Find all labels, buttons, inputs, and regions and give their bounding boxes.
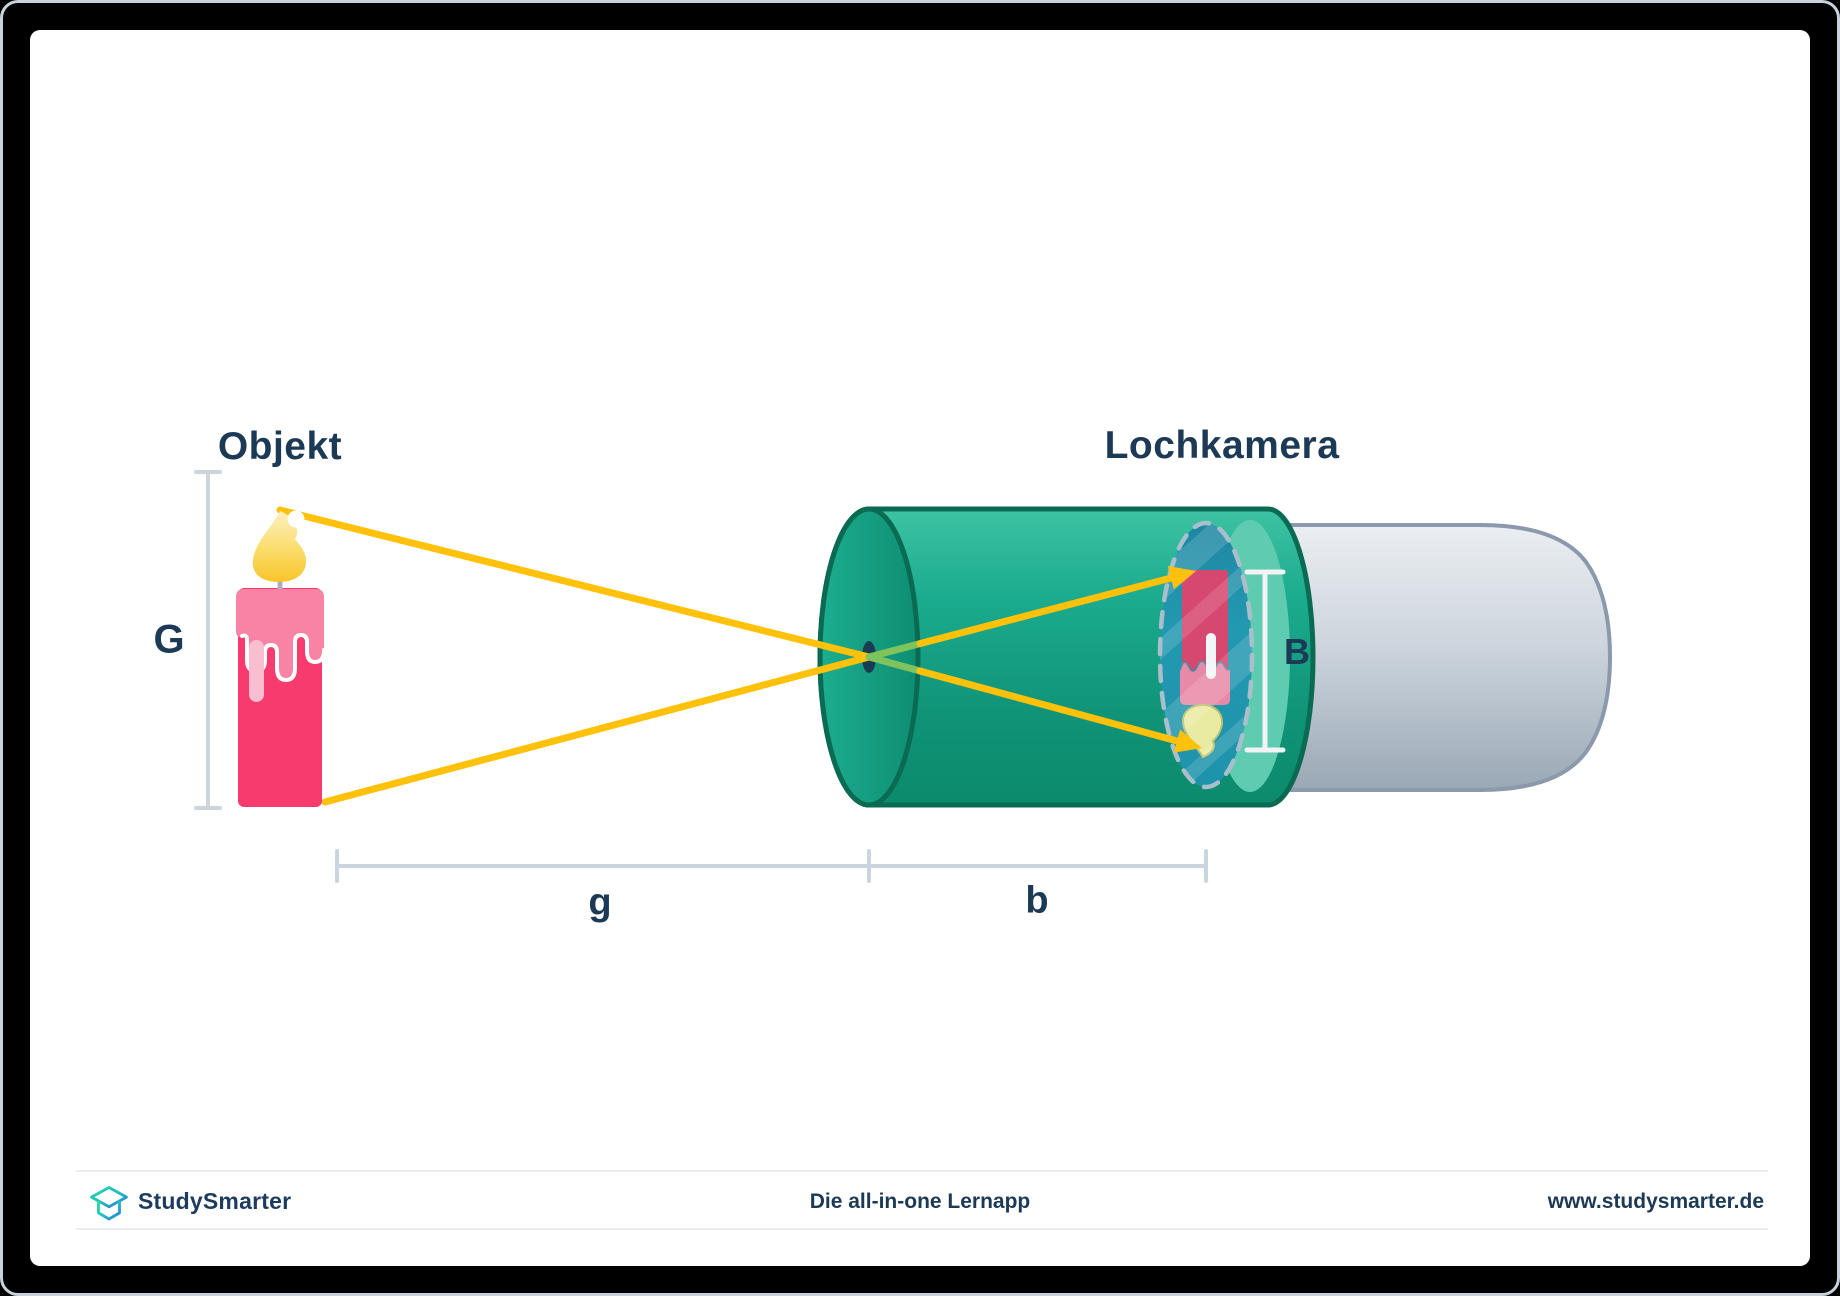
image-height-measure — [1244, 569, 1286, 753]
projected-ray-lower — [916, 667, 1181, 745]
image-height-label: B — [1284, 631, 1310, 672]
ray-from-candle-base — [321, 653, 873, 806]
light-rays — [276, 506, 1202, 806]
image-plane-dashed-border — [1157, 520, 1255, 790]
footer-tagline: Die all-in-one Lernapp — [809, 1190, 1031, 1213]
object-height-label: G — [153, 617, 185, 662]
image-distance-label: b — [1025, 879, 1049, 922]
flame-icon — [252, 511, 307, 582]
inverted-candle-image — [1179, 570, 1231, 759]
object-title: Objekt — [217, 425, 343, 468]
footer-divider-bottom — [76, 1228, 1768, 1230]
candle-object — [236, 510, 326, 807]
object-distance-label: g — [588, 881, 612, 924]
wax-drip — [249, 640, 264, 702]
footer-website: www.studysmarter.de — [1547, 1190, 1764, 1213]
distance-measure — [335, 849, 1208, 883]
projected-ray-upper — [916, 574, 1175, 648]
object-height-measure — [194, 470, 222, 810]
brand-name: StudySmarter — [138, 1187, 292, 1214]
brand-lockup: StudySmarter — [88, 1181, 291, 1221]
arrowhead-lower — [1173, 729, 1202, 753]
camera-title: Lochkamera — [1104, 424, 1340, 467]
flame-notch — [287, 510, 305, 528]
arrowhead-upper — [1167, 566, 1196, 590]
ray-tinted-upper — [865, 640, 924, 661]
studysmarter-logo-icon — [90, 1185, 128, 1220]
inverted-flame-icon — [1181, 703, 1224, 759]
footer-divider-top — [76, 1170, 1768, 1172]
ray-from-flame — [276, 506, 873, 661]
ray-tinted-lower — [865, 653, 924, 675]
